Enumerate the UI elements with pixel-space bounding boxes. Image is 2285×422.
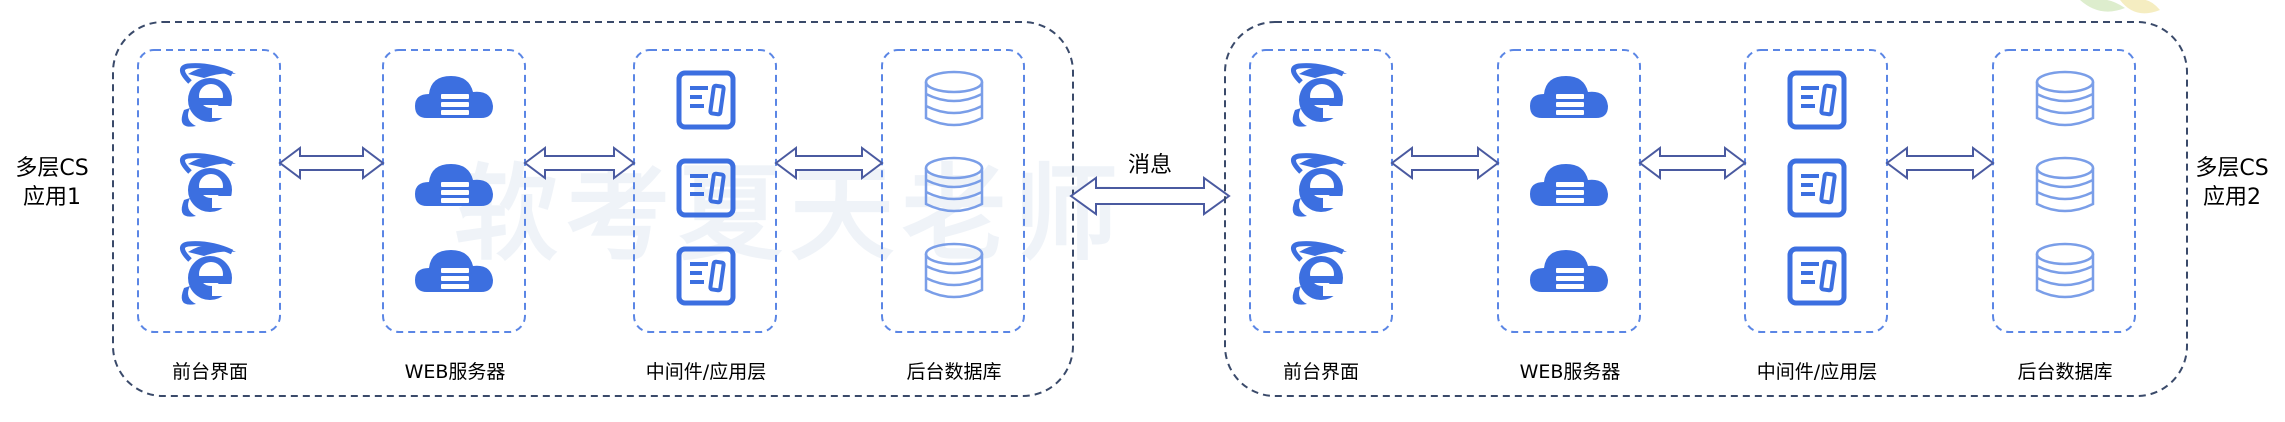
system2-layer-label-web: WEB服务器	[1520, 361, 1621, 383]
middleware-doc-icon	[1790, 161, 1844, 215]
ie-browser-icon	[1293, 244, 1347, 305]
double-arrow-icon	[1638, 146, 1747, 180]
system1-layer-label-database: 后台数据库	[906, 361, 1001, 383]
middleware-doc-icon	[1790, 73, 1844, 127]
database-icon	[2035, 70, 2095, 127]
system1-layer-middleware	[633, 49, 777, 333]
message-double-arrow-icon	[1069, 176, 1231, 216]
ie-browser-icon	[1293, 156, 1347, 217]
decorative-leaf-logo	[2080, 0, 2160, 14]
system2-label-line1: 多层CS	[2195, 156, 2268, 181]
database-icon	[2035, 156, 2095, 213]
ie-browser-icon	[182, 156, 236, 217]
system2-layer-database	[1992, 49, 2136, 333]
system2-layer-web	[1497, 49, 1641, 333]
system2-label-line2: 应用2	[2203, 185, 2261, 210]
database-icon	[2035, 242, 2095, 299]
ie-browser-icon	[1293, 66, 1347, 127]
database-icon	[924, 70, 984, 127]
cloud-server-icon	[1530, 76, 1608, 118]
system1-layer-frontend	[137, 49, 281, 333]
watermark-text: 软考夏天老师	[454, 153, 1126, 275]
system1-layer-label-frontend: 前台界面	[172, 361, 248, 383]
cloud-server-icon	[1530, 164, 1608, 206]
middleware-doc-icon	[1790, 249, 1844, 303]
double-arrow-icon	[1390, 146, 1500, 180]
system1-container	[112, 21, 1074, 397]
system2-layer-frontend	[1249, 49, 1393, 333]
double-arrow-icon	[278, 146, 385, 180]
system1-label-line2: 应用1	[23, 185, 81, 210]
ie-browser-icon	[182, 244, 236, 305]
system1-layer-web	[382, 49, 526, 333]
cloud-server-icon	[415, 76, 493, 118]
system2-layer-label-database: 后台数据库	[2017, 361, 2112, 383]
system1-layer-label-web: WEB服务器	[405, 361, 506, 383]
double-arrow-icon	[1885, 146, 1995, 180]
message-label: 消息	[1128, 153, 1172, 178]
system1-layer-database	[881, 49, 1025, 333]
system1-label-line1: 多层CS	[15, 156, 88, 181]
system2-layer-label-middleware: 中间件/应用层	[1757, 361, 1877, 383]
double-arrow-icon	[774, 146, 884, 180]
system2-layer-label-frontend: 前台界面	[1283, 361, 1359, 383]
double-arrow-icon	[523, 146, 636, 180]
system1-layer-label-middleware: 中间件/应用层	[646, 361, 766, 383]
system2-container	[1224, 21, 2188, 397]
ie-browser-icon	[182, 66, 236, 127]
system2-layer-middleware	[1744, 49, 1888, 333]
middleware-doc-icon	[679, 73, 733, 127]
cloud-server-icon	[1530, 250, 1608, 292]
